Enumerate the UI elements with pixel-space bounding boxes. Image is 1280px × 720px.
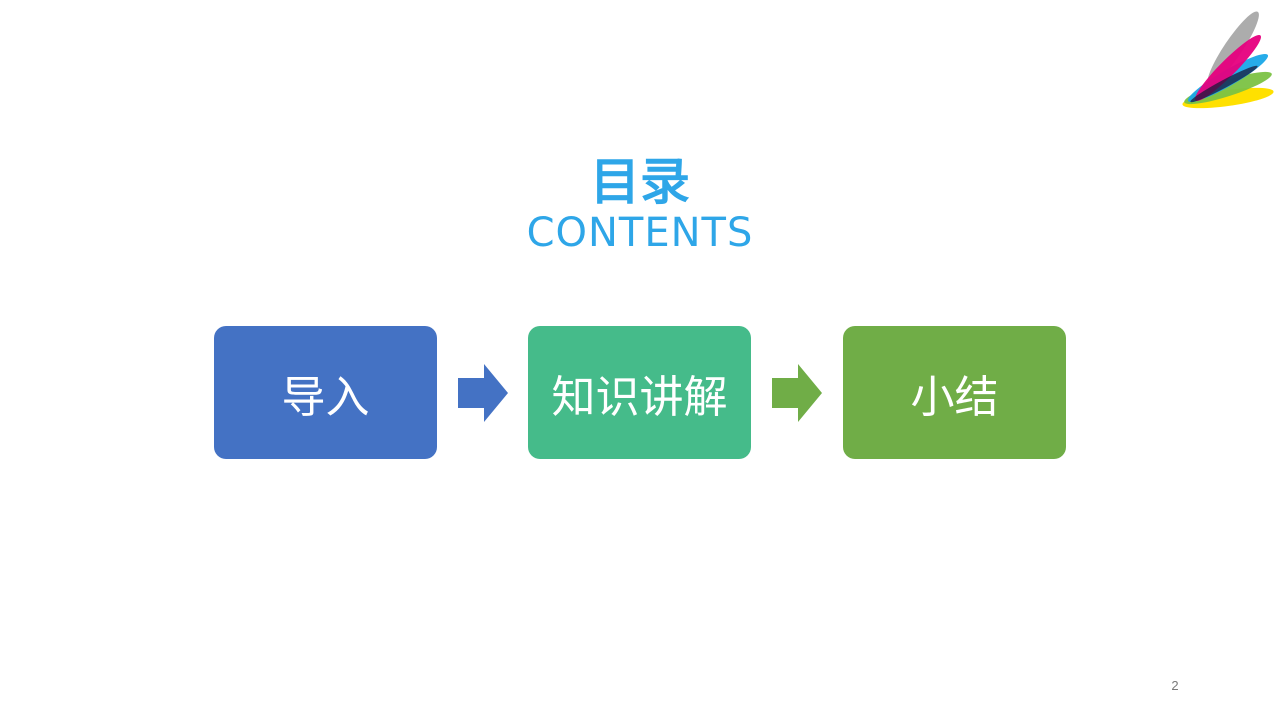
page-subtitle: CONTENTS bbox=[526, 210, 754, 256]
right-arrow-icon bbox=[772, 364, 822, 422]
step-intro-label: 导入 bbox=[281, 371, 370, 423]
page-number: 2 bbox=[1171, 678, 1179, 693]
step-knowledge-label: 知识讲解 bbox=[551, 371, 728, 423]
step-summary-label: 小结 bbox=[910, 371, 999, 423]
color-feather-logo bbox=[1182, 11, 1274, 109]
right-arrow-icon bbox=[458, 364, 508, 422]
step-summary-box[interactable]: 小结 bbox=[843, 326, 1066, 459]
step-intro-box[interactable]: 导入 bbox=[214, 326, 437, 459]
page-title: 目录 bbox=[590, 153, 690, 211]
step-knowledge-box[interactable]: 知识讲解 bbox=[528, 326, 751, 459]
